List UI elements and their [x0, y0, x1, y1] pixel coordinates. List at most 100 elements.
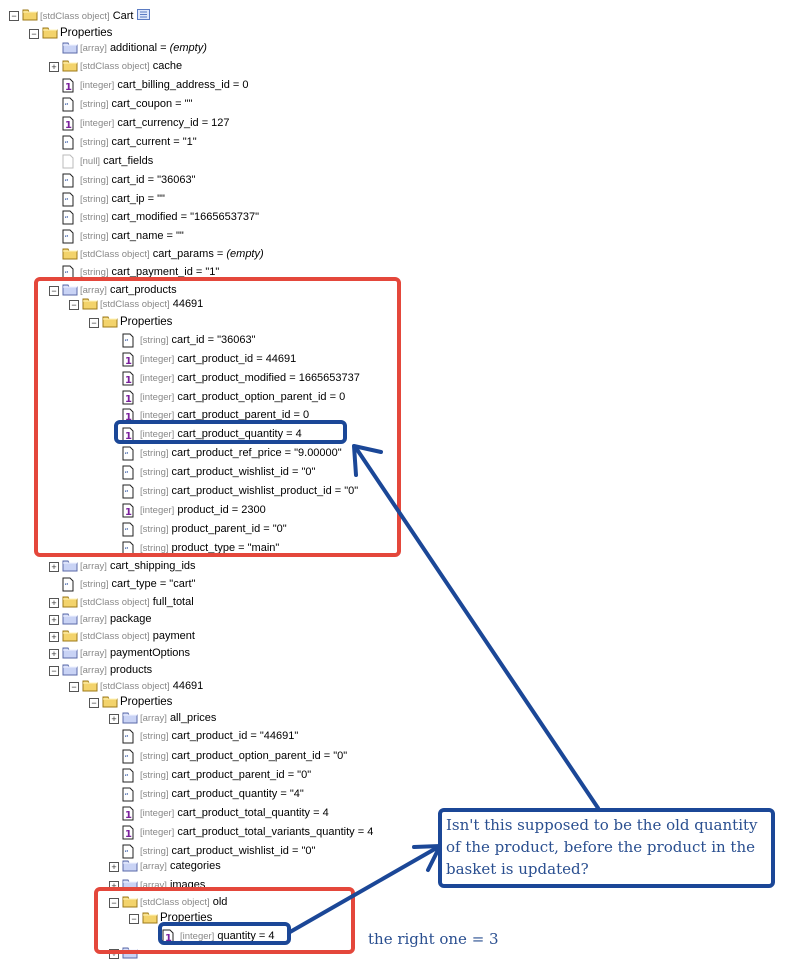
- tree-row-label: [string]cart_ip = "": [80, 193, 165, 205]
- expand-toggle-icon[interactable]: +: [49, 632, 59, 642]
- folder-yellow-icon: [62, 247, 78, 261]
- property-name: cart_product_id = 44691: [177, 353, 297, 365]
- expand-toggle-icon[interactable]: +: [109, 862, 119, 872]
- type-label: [integer]: [140, 373, 175, 384]
- tree-row-label: [string]cart_product_parent_id = "0": [140, 769, 311, 781]
- type-label: [array]: [80, 285, 107, 296]
- folder-yellow-icon: [62, 629, 78, 643]
- property-name: cart_modified = "1665653737": [111, 211, 260, 223]
- collapse-toggle-icon[interactable]: −: [109, 898, 119, 908]
- expand-toggle-icon[interactable]: +: [49, 615, 59, 625]
- svg-text:“: “: [125, 338, 129, 347]
- tree-row-label: [stdClass object]old: [140, 896, 227, 908]
- collapse-toggle-icon[interactable]: −: [89, 698, 99, 708]
- string-icon: “: [122, 729, 138, 744]
- svg-text:1: 1: [125, 356, 132, 367]
- folder-yellow-icon: [42, 26, 58, 40]
- tree-row-label: [string]cart_product_ref_price = "9.0000…: [140, 447, 342, 459]
- tree-row-label: [string]cart_payment_id = "1": [80, 266, 219, 278]
- expand-toggle-icon[interactable]: +: [49, 562, 59, 572]
- collapse-toggle-icon[interactable]: −: [9, 11, 19, 21]
- tree-row-label: [string]cart_product_id = "44691": [140, 730, 298, 742]
- type-label: [string]: [80, 175, 109, 186]
- type-label: [string]: [140, 731, 169, 742]
- expand-toggle-icon[interactable]: +: [49, 598, 59, 608]
- table-view-icon[interactable]: [133, 9, 150, 22]
- type-label: [integer]: [140, 354, 175, 365]
- svg-text:“: “: [125, 754, 129, 763]
- tree-row-label: [array]products: [80, 664, 152, 676]
- tree-row-label: [integer]cart_product_total_variants_qua…: [140, 826, 373, 838]
- type-label: [string]: [140, 751, 169, 762]
- collapse-toggle-icon[interactable]: −: [49, 666, 59, 676]
- annotation-note: the right one = 3: [368, 930, 499, 948]
- collapse-toggle-icon[interactable]: −: [129, 914, 139, 924]
- string-icon: “: [122, 484, 138, 499]
- type-label: [integer]: [140, 827, 175, 838]
- type-label: [integer]: [140, 392, 175, 403]
- expand-toggle-icon[interactable]: +: [49, 62, 59, 72]
- string-icon: “: [122, 465, 138, 480]
- type-label: [string]: [80, 194, 109, 205]
- svg-text:“: “: [65, 234, 69, 243]
- type-label: [integer]: [140, 410, 175, 421]
- folder-blue-icon: [62, 559, 78, 573]
- type-label: [integer]: [80, 80, 115, 91]
- property-name: cart_shipping_ids: [109, 560, 196, 572]
- string-icon: “: [62, 210, 78, 225]
- tree-row-label: [array]cart_shipping_ids: [80, 560, 196, 572]
- property-name: cart_product_wishlist_id = "0": [171, 845, 316, 857]
- type-label: [array]: [80, 665, 107, 676]
- svg-text:1: 1: [125, 431, 132, 442]
- property-name: products: [109, 664, 153, 676]
- property-name: cart_product_total_variants_quantity = 4: [177, 826, 374, 838]
- tree-row-label: [integer]quantity = 4: [180, 930, 275, 942]
- expand-toggle-icon[interactable]: +: [49, 649, 59, 659]
- tree-row-label: [array]additional = (empty): [80, 42, 207, 54]
- integer-icon: 1: [122, 408, 138, 423]
- tree-row-label: [array]categories: [140, 860, 221, 872]
- tree-row-label: [string]cart_product_wishlist_id = "0": [140, 845, 315, 857]
- tree-row-label: [integer]cart_product_modified = 1665653…: [140, 372, 360, 384]
- property-name: cart_product_ref_price = "9.00000": [171, 447, 342, 459]
- type-label: [stdClass object]: [80, 249, 150, 260]
- tree-row-label: [stdClass object]44691: [100, 680, 203, 692]
- expand-toggle-icon[interactable]: +: [109, 949, 119, 959]
- tree-row-label: Properties: [60, 27, 112, 39]
- collapse-toggle-icon[interactable]: −: [69, 682, 79, 692]
- collapse-toggle-icon[interactable]: −: [89, 318, 99, 328]
- string-icon: “: [122, 749, 138, 764]
- property-name: cart_product_wishlist_product_id = "0": [171, 485, 359, 497]
- highlight-old-quantity: [158, 922, 291, 945]
- annotation-callout: Isn't this supposed to be the old quanti…: [438, 808, 775, 888]
- svg-text:1: 1: [65, 82, 72, 93]
- type-label: [integer]: [80, 118, 115, 129]
- property-name: cart_payment_id = "1": [111, 266, 220, 278]
- type-label: [integer]: [140, 429, 175, 440]
- expand-toggle-icon[interactable]: +: [109, 714, 119, 724]
- type-label: [string]: [80, 267, 109, 278]
- type-label: [integer]: [140, 808, 175, 819]
- property-name: all_prices: [169, 712, 217, 724]
- property-name: cart_name = "": [111, 230, 184, 242]
- collapse-toggle-icon[interactable]: −: [29, 29, 39, 39]
- tree-row-label: [array]package: [80, 613, 152, 625]
- svg-text:“: “: [125, 489, 129, 498]
- tree-row-label: [stdClass object]Cart: [40, 9, 150, 22]
- property-name: cart_product_option_parent_id = 0: [177, 391, 346, 403]
- property-name: cart_ip = "": [111, 193, 165, 205]
- folder-yellow-icon: [62, 595, 78, 609]
- folder-yellow-icon: [102, 695, 118, 709]
- type-label: [string]: [140, 543, 169, 554]
- collapse-toggle-icon[interactable]: −: [49, 286, 59, 296]
- svg-text:1: 1: [125, 507, 132, 518]
- svg-text:“: “: [125, 734, 129, 743]
- svg-text:“: “: [65, 140, 69, 149]
- type-label: [string]: [140, 467, 169, 478]
- svg-text:“: “: [125, 773, 129, 782]
- folder-blue-icon: [62, 41, 78, 55]
- svg-text:“: “: [125, 470, 129, 479]
- collapse-toggle-icon[interactable]: −: [69, 300, 79, 310]
- property-name: paymentOptions: [109, 647, 191, 659]
- property-name: Properties: [120, 696, 173, 708]
